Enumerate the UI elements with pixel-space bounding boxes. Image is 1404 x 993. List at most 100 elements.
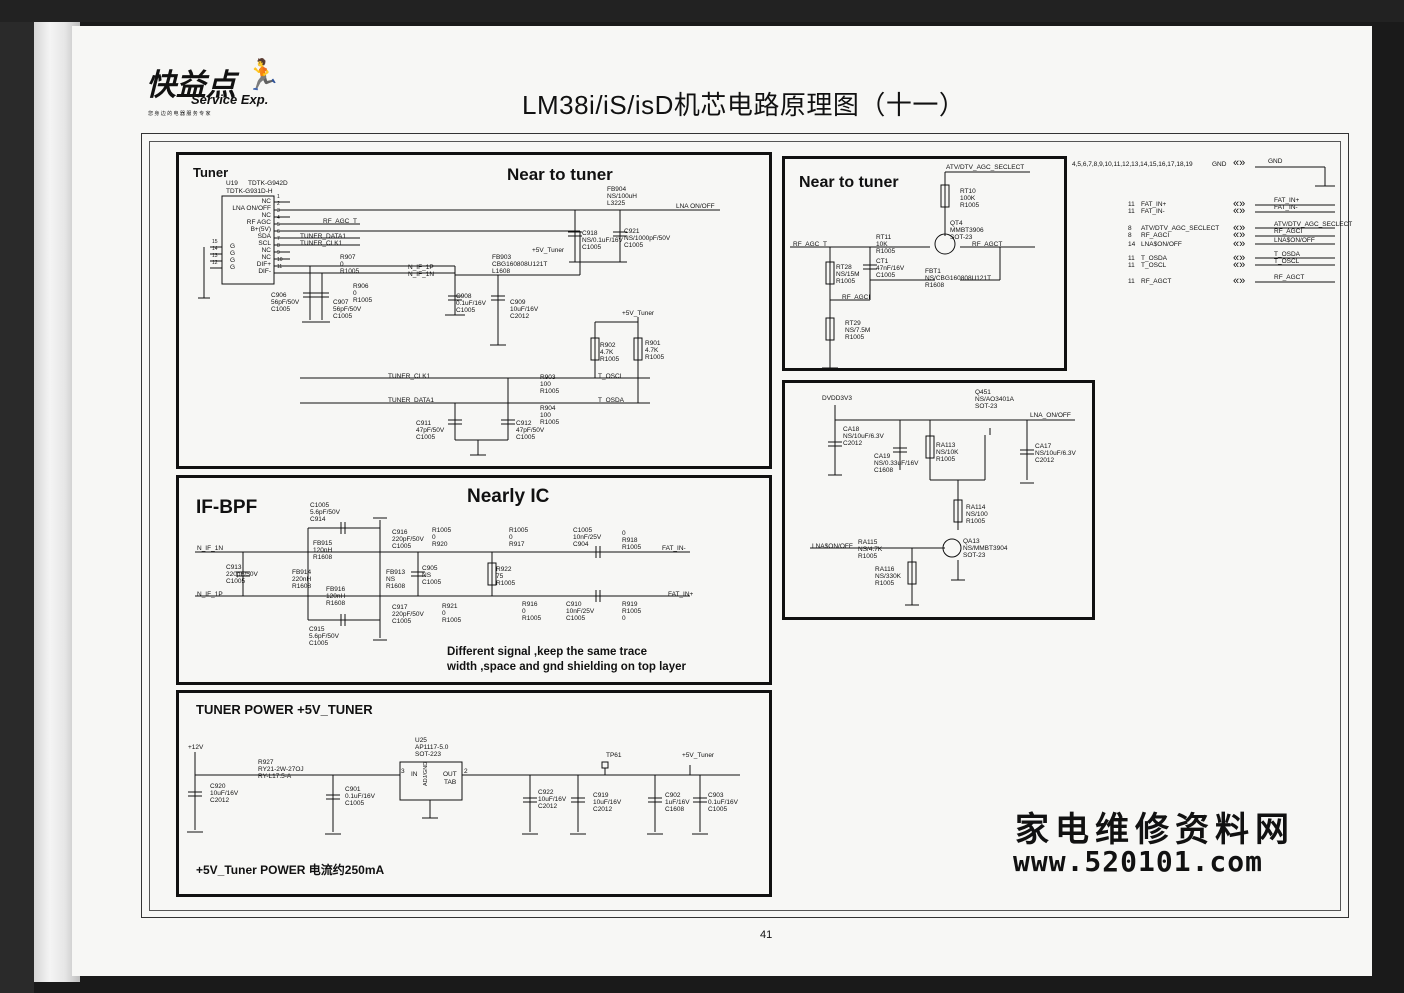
connector-net-right: T_OSCL bbox=[1274, 258, 1300, 265]
dvdd-label: DVDD3V3 bbox=[822, 395, 852, 402]
connector-arrow-icon: «» bbox=[1233, 259, 1246, 271]
u19-gnd-label: G bbox=[230, 264, 236, 271]
binder-edge bbox=[30, 22, 80, 982]
page-title: LM38i/iS/isD机芯电路原理图（十一） bbox=[522, 90, 966, 120]
drawing-frame bbox=[141, 133, 1349, 918]
u19-pin-name: SCL bbox=[258, 240, 271, 247]
drawing-inner-frame bbox=[149, 141, 1341, 911]
u19-pin-number: 1 bbox=[277, 194, 280, 200]
net-n-if-1p-2: N_IF_1P bbox=[197, 591, 223, 598]
u19-pin-number: 4 bbox=[277, 215, 280, 221]
u19-pin-name: LNA ON/OFF bbox=[232, 205, 271, 212]
logo-runner-icon: 🏃 bbox=[244, 59, 282, 92]
connector-net-right: RF_AGCT bbox=[1274, 274, 1305, 281]
u19-pin-name: NC bbox=[261, 254, 271, 261]
u25-pin-in: IN bbox=[411, 771, 418, 778]
u19-body bbox=[221, 195, 275, 285]
u19-pin-number: 6 bbox=[277, 229, 280, 235]
u19-ref: U19 bbox=[226, 180, 238, 187]
page-number: 41 bbox=[760, 929, 773, 941]
net-5v-tuner-a: +5V_Tuner bbox=[532, 247, 565, 254]
gnd-pin-row: 4,5,6,7,8,9,10,11,12,13,14,15,16,17,18,1… bbox=[1072, 161, 1193, 168]
u19-pin-name: NC bbox=[261, 247, 271, 254]
u19-pin-lines bbox=[198, 201, 720, 299]
u19-pin-number: 7 bbox=[277, 236, 280, 242]
tuner-heading: Near to tuner bbox=[507, 165, 613, 184]
net-rf-agc-t-2: RF_AGC_T bbox=[793, 241, 827, 248]
tuner-i2c bbox=[300, 317, 650, 456]
u19-pin-name: DIF+ bbox=[256, 261, 271, 268]
near-tuner-heading: Near to tuner bbox=[799, 174, 899, 191]
net-5v-tuner-b: +5V_Tuner bbox=[622, 310, 655, 317]
u19-gnd-label: G bbox=[230, 243, 236, 250]
logo-sub: Service Exp. bbox=[191, 92, 269, 107]
connector-arrow-icon: «» bbox=[1233, 222, 1246, 234]
u19-part1: TDTK-G942D bbox=[248, 180, 288, 187]
tp61-label: TP61 bbox=[606, 752, 622, 759]
net-tuner-clk1-bus: TUNER_CLK1 bbox=[388, 373, 431, 380]
connector-net-left: FAT_IN+ bbox=[1141, 201, 1167, 208]
page-sheet bbox=[72, 26, 1372, 976]
u19-pin-name: NC bbox=[261, 212, 271, 219]
net-rf-agc-t: RF_AGC_T bbox=[323, 218, 357, 225]
net-atv-dtv-agc: ATV/DTV_AGC_SECLECT bbox=[946, 164, 1025, 171]
near-tuner-wires bbox=[790, 171, 1035, 369]
connector-net-left: T_OSCL bbox=[1141, 262, 1167, 269]
watermark-chinese: 家电维修资料网 bbox=[1015, 810, 1295, 850]
connector-pin: 11 bbox=[1128, 262, 1135, 269]
connector-net-left: RF_AGCI bbox=[1141, 232, 1170, 239]
connector-pin: 8 bbox=[1128, 232, 1132, 239]
tuner-power-section bbox=[176, 690, 772, 897]
connector-pin: 11 bbox=[1128, 255, 1135, 262]
u19-gnd-pin: 14 bbox=[212, 246, 218, 252]
net-tuner-data1-bus: TUNER_DATA1 bbox=[388, 397, 434, 404]
u19-pin-number: 9 bbox=[277, 250, 280, 256]
u25-pin-out: OUT bbox=[443, 771, 457, 778]
connector-net-right: FAT_IN+ bbox=[1274, 197, 1300, 204]
ifbpf-note-line1: Different signal ,keep the same trace bbox=[447, 646, 648, 658]
u25-pin-tab: TAB bbox=[444, 779, 457, 786]
connector-net-right: RF_AGCI bbox=[1274, 228, 1303, 235]
ifbpf-heading: Nearly IC bbox=[467, 486, 550, 507]
u19-gnd-pin: 15 bbox=[212, 239, 218, 245]
u19-pin-number: 3 bbox=[277, 208, 280, 214]
u19-pin-name: SDA bbox=[257, 233, 271, 240]
net-lna-onoff: LNA ON/OFF bbox=[676, 203, 715, 210]
u19-pin-number: 11 bbox=[277, 264, 283, 270]
u19-pin-number: 5 bbox=[277, 222, 280, 228]
ifbpf-note-line2: width ,space and gnd shielding on top la… bbox=[447, 661, 686, 673]
u19-gnd-pin: 13 bbox=[212, 253, 218, 259]
